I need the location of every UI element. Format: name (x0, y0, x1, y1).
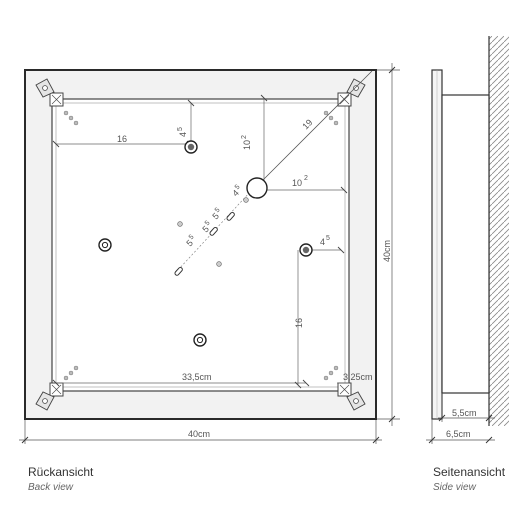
caption-side-view-en: Side view (433, 482, 476, 493)
dim-40-right: 40cm (382, 240, 392, 262)
hole-left (98, 238, 112, 252)
dim-5-5-b-sup: 5 (204, 220, 212, 228)
dim-6-5cm: 6,5cm (446, 429, 471, 439)
dim-5-5-a: 5 (210, 211, 221, 222)
keyhole-slots (174, 212, 235, 276)
side-view: 5,5cm 6,5cm (426, 36, 509, 444)
corner-bracket-top-right (337, 78, 366, 107)
side-dim-lines (426, 393, 495, 444)
hole-right (299, 243, 313, 257)
dim-16-top: 16 (117, 134, 127, 144)
dim-line-bottom (19, 420, 382, 444)
hole-bottom (193, 333, 207, 347)
dim-5-5-c: 5 (184, 238, 195, 249)
caption-back-view: Rückansicht (28, 465, 94, 479)
dim-line-right (377, 63, 400, 426)
corner-bracket-bottom-right (337, 382, 366, 411)
dim-5-5-b: 5 (200, 224, 211, 235)
diagonal-line (256, 70, 373, 187)
dim-10-2-horizontal-sup: 2 (304, 175, 308, 182)
inner-dimension-lines (56, 98, 349, 385)
wall-hatch (489, 36, 509, 426)
dim-4-5-top-sup: 5 (177, 127, 184, 131)
hole-center (246, 177, 268, 199)
dim-4-5-diagonal: 4 (230, 188, 241, 199)
dim-16-right: 16 (294, 318, 304, 328)
side-back-box (441, 94, 490, 394)
back-view: 16 4 5 10 2 19 10 2 4 5 4 5 5 5 5 5 5 5 (19, 63, 400, 444)
caption-side-view: Seitenansicht (433, 465, 506, 479)
caption-back-view-en: Back view (28, 482, 74, 493)
small-screws (177, 197, 249, 267)
corner-bracket-bottom-left (35, 382, 64, 411)
dim-33-5: 33,5cm (182, 372, 212, 382)
dim-10-2-vertical-sup: 2 (241, 135, 248, 139)
dim-10-2-horizontal: 10 (292, 178, 302, 188)
dim-5-5-a-sup: 5 (214, 207, 222, 215)
dim-40-bottom: 40cm (188, 429, 210, 439)
dim-4-5-mid-sup: 5 (326, 235, 330, 242)
corner-screws (63, 110, 339, 381)
dim-5-5-c-sup: 5 (188, 234, 196, 242)
dim-10-2-vertical: 10 (242, 140, 252, 150)
dim-5-5cm: 5,5cm (452, 408, 477, 418)
dim-3-25: 3,25cm (343, 372, 373, 382)
hole-top (184, 140, 198, 154)
dim-4-5-diagonal-sup: 5 (234, 184, 242, 192)
dim-4-5-top: 4 (178, 132, 188, 137)
inner-plate-edge (55, 102, 346, 388)
dim-4-5-mid: 4 (320, 237, 325, 247)
corner-bracket-top-left (35, 78, 64, 107)
